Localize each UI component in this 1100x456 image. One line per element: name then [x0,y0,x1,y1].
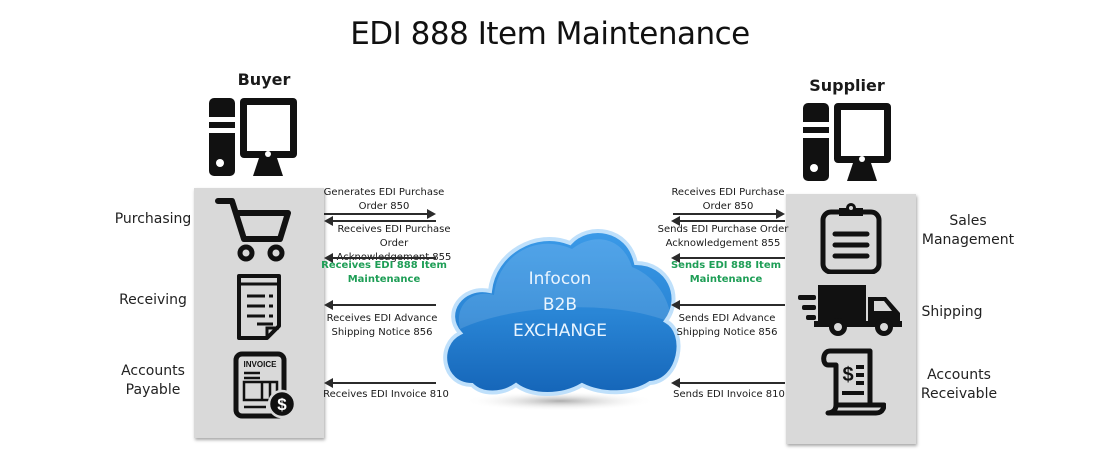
arrow-left-icon [324,216,436,226]
arrow-left-icon [324,300,436,310]
dept-label: Purchasing [114,211,192,227]
dept-label: Receiving [119,292,187,308]
message-line2: Acknowledgement 855 [665,238,781,249]
message-line1: Receives EDI 888 Item [321,260,447,271]
cloud-label: Infocon B2B EXCHANGE [460,266,660,344]
message-line1: Sends EDI Purchase Order [657,224,789,235]
buyer-message-item-maintenance-888: Receives EDI 888 Item Maintenance [319,259,449,287]
buyer-desktop-computer-icon [207,96,299,178]
svg-text:$: $ [842,364,853,386]
dept-label-line1: Accounts [121,363,185,379]
diagram-title: EDI 888 Item Maintenance [350,16,750,52]
buyer-message-asn-856: Receives EDI Advance Shipping Notice 856 [317,312,447,340]
arrow-left-icon [324,378,436,388]
buyer-label: Buyer [237,70,291,89]
supplier-message-po-850: Receives EDI Purchase Order 850 [663,186,793,214]
cloud-icon [432,205,688,415]
svg-text:INVOICE: INVOICE [244,360,278,369]
message-line2: Maintenance [347,274,421,285]
cloud-label-line1: Infocon [528,269,592,289]
arrow-right-icon [673,209,785,219]
supplier-dept-sales-management: Sales Management [913,212,1023,250]
arrow-left-icon [324,253,436,263]
buyer-message-invoice-810: Receives EDI Invoice 810 [321,388,451,402]
supplier-departments-panel: $ [786,194,916,444]
dept-label-line2: Payable [125,382,181,398]
message-line2: Order 850 [702,201,754,212]
receipt-scroll-icon: $ [818,347,886,417]
message-line1: Sends EDI 888 Item [670,260,782,271]
message-line2: Shipping Notice 856 [676,327,778,338]
message-line2: Shipping Notice 856 [331,327,433,338]
dept-label-line1: Accounts [927,367,991,383]
message-line1: Receives EDI Advance [326,313,438,324]
arrow-right-icon [324,209,436,219]
message-line1: Sends EDI Advance [678,313,776,324]
delivery-truck-icon [796,283,906,337]
buyer-dept-purchasing: Purchasing [98,210,208,229]
message-line2: Maintenance [689,274,763,285]
buyer-dept-accounts-payable: Accounts Payable [98,362,208,400]
supplier-desktop-computer-icon [801,101,893,183]
arrow-left-icon [671,253,785,263]
shopping-cart-icon [214,195,294,263]
cloud-label-line3: EXCHANGE [512,321,608,341]
document-list-icon [235,272,283,340]
message-line2: Order 850 [358,201,410,212]
message-line1: Receives EDI Purchase [671,187,785,198]
arrow-left-icon [671,300,785,310]
dept-label-line2: Management [921,232,1015,248]
buyer-message-po-850: Generates EDI Purchase Order 850 [319,186,449,214]
arrow-left-icon [671,378,785,388]
buyer-departments-panel: INVOICE $ [194,188,324,438]
message-line1: Sends EDI Invoice 810 [673,389,785,400]
dept-label-line2: Receivable [920,386,998,402]
dept-label-line1: Sales [949,213,987,229]
buyer-dept-receiving: Receiving [98,291,208,310]
supplier-message-invoice-810: Sends EDI Invoice 810 [664,388,794,402]
supplier-dept-shipping: Shipping [897,303,1007,322]
arrow-left-icon [671,216,785,226]
supplier-message-poa-855: Sends EDI Purchase Order Acknowledgement… [653,223,793,251]
supplier-message-item-maintenance-888: Sends EDI 888 Item Maintenance [661,259,791,287]
clipboard-icon [819,200,883,274]
cloud-label-line2: B2B [542,295,578,315]
supplier-message-asn-856: Sends EDI Advance Shipping Notice 856 [662,312,792,340]
supplier-label: Supplier [809,76,885,95]
invoice-dollar-icon: INVOICE $ [232,350,298,420]
supplier-dept-accounts-receivable: Accounts Receivable [904,366,1014,404]
message-line1: Receives EDI Invoice 810 [323,389,449,400]
svg-text:$: $ [277,395,287,414]
message-line1: Generates EDI Purchase [323,187,445,198]
dept-label: Shipping [921,304,983,320]
message-line1: Receives EDI Purchase Order [337,224,451,249]
